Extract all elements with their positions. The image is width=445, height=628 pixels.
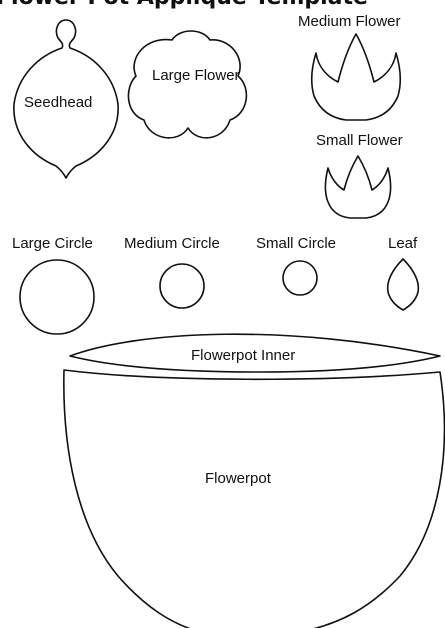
flowerpot-shape xyxy=(64,370,445,628)
flowerpot-inner-label: Flowerpot Inner xyxy=(191,348,295,363)
small-circle-shape xyxy=(283,261,317,295)
small-circle-label: Small Circle xyxy=(256,236,336,251)
large-circle-shape xyxy=(20,260,94,334)
medium-circle-shape xyxy=(160,264,204,308)
leaf-shape xyxy=(388,259,419,310)
seedhead-label: Seedhead xyxy=(24,95,92,110)
large-circle-label: Large Circle xyxy=(12,236,93,251)
flowerpot-label: Flowerpot xyxy=(205,471,271,486)
medium-flower-label: Medium Flower xyxy=(298,14,401,29)
small-flower-label: Small Flower xyxy=(316,133,403,148)
large-flower-shape xyxy=(128,31,246,138)
large-flower-label: Large Flower xyxy=(152,68,240,83)
medium-flower-shape xyxy=(312,34,400,120)
medium-circle-label: Medium Circle xyxy=(124,236,220,251)
leaf-label: Leaf xyxy=(388,236,417,251)
small-flower-shape xyxy=(325,156,390,218)
